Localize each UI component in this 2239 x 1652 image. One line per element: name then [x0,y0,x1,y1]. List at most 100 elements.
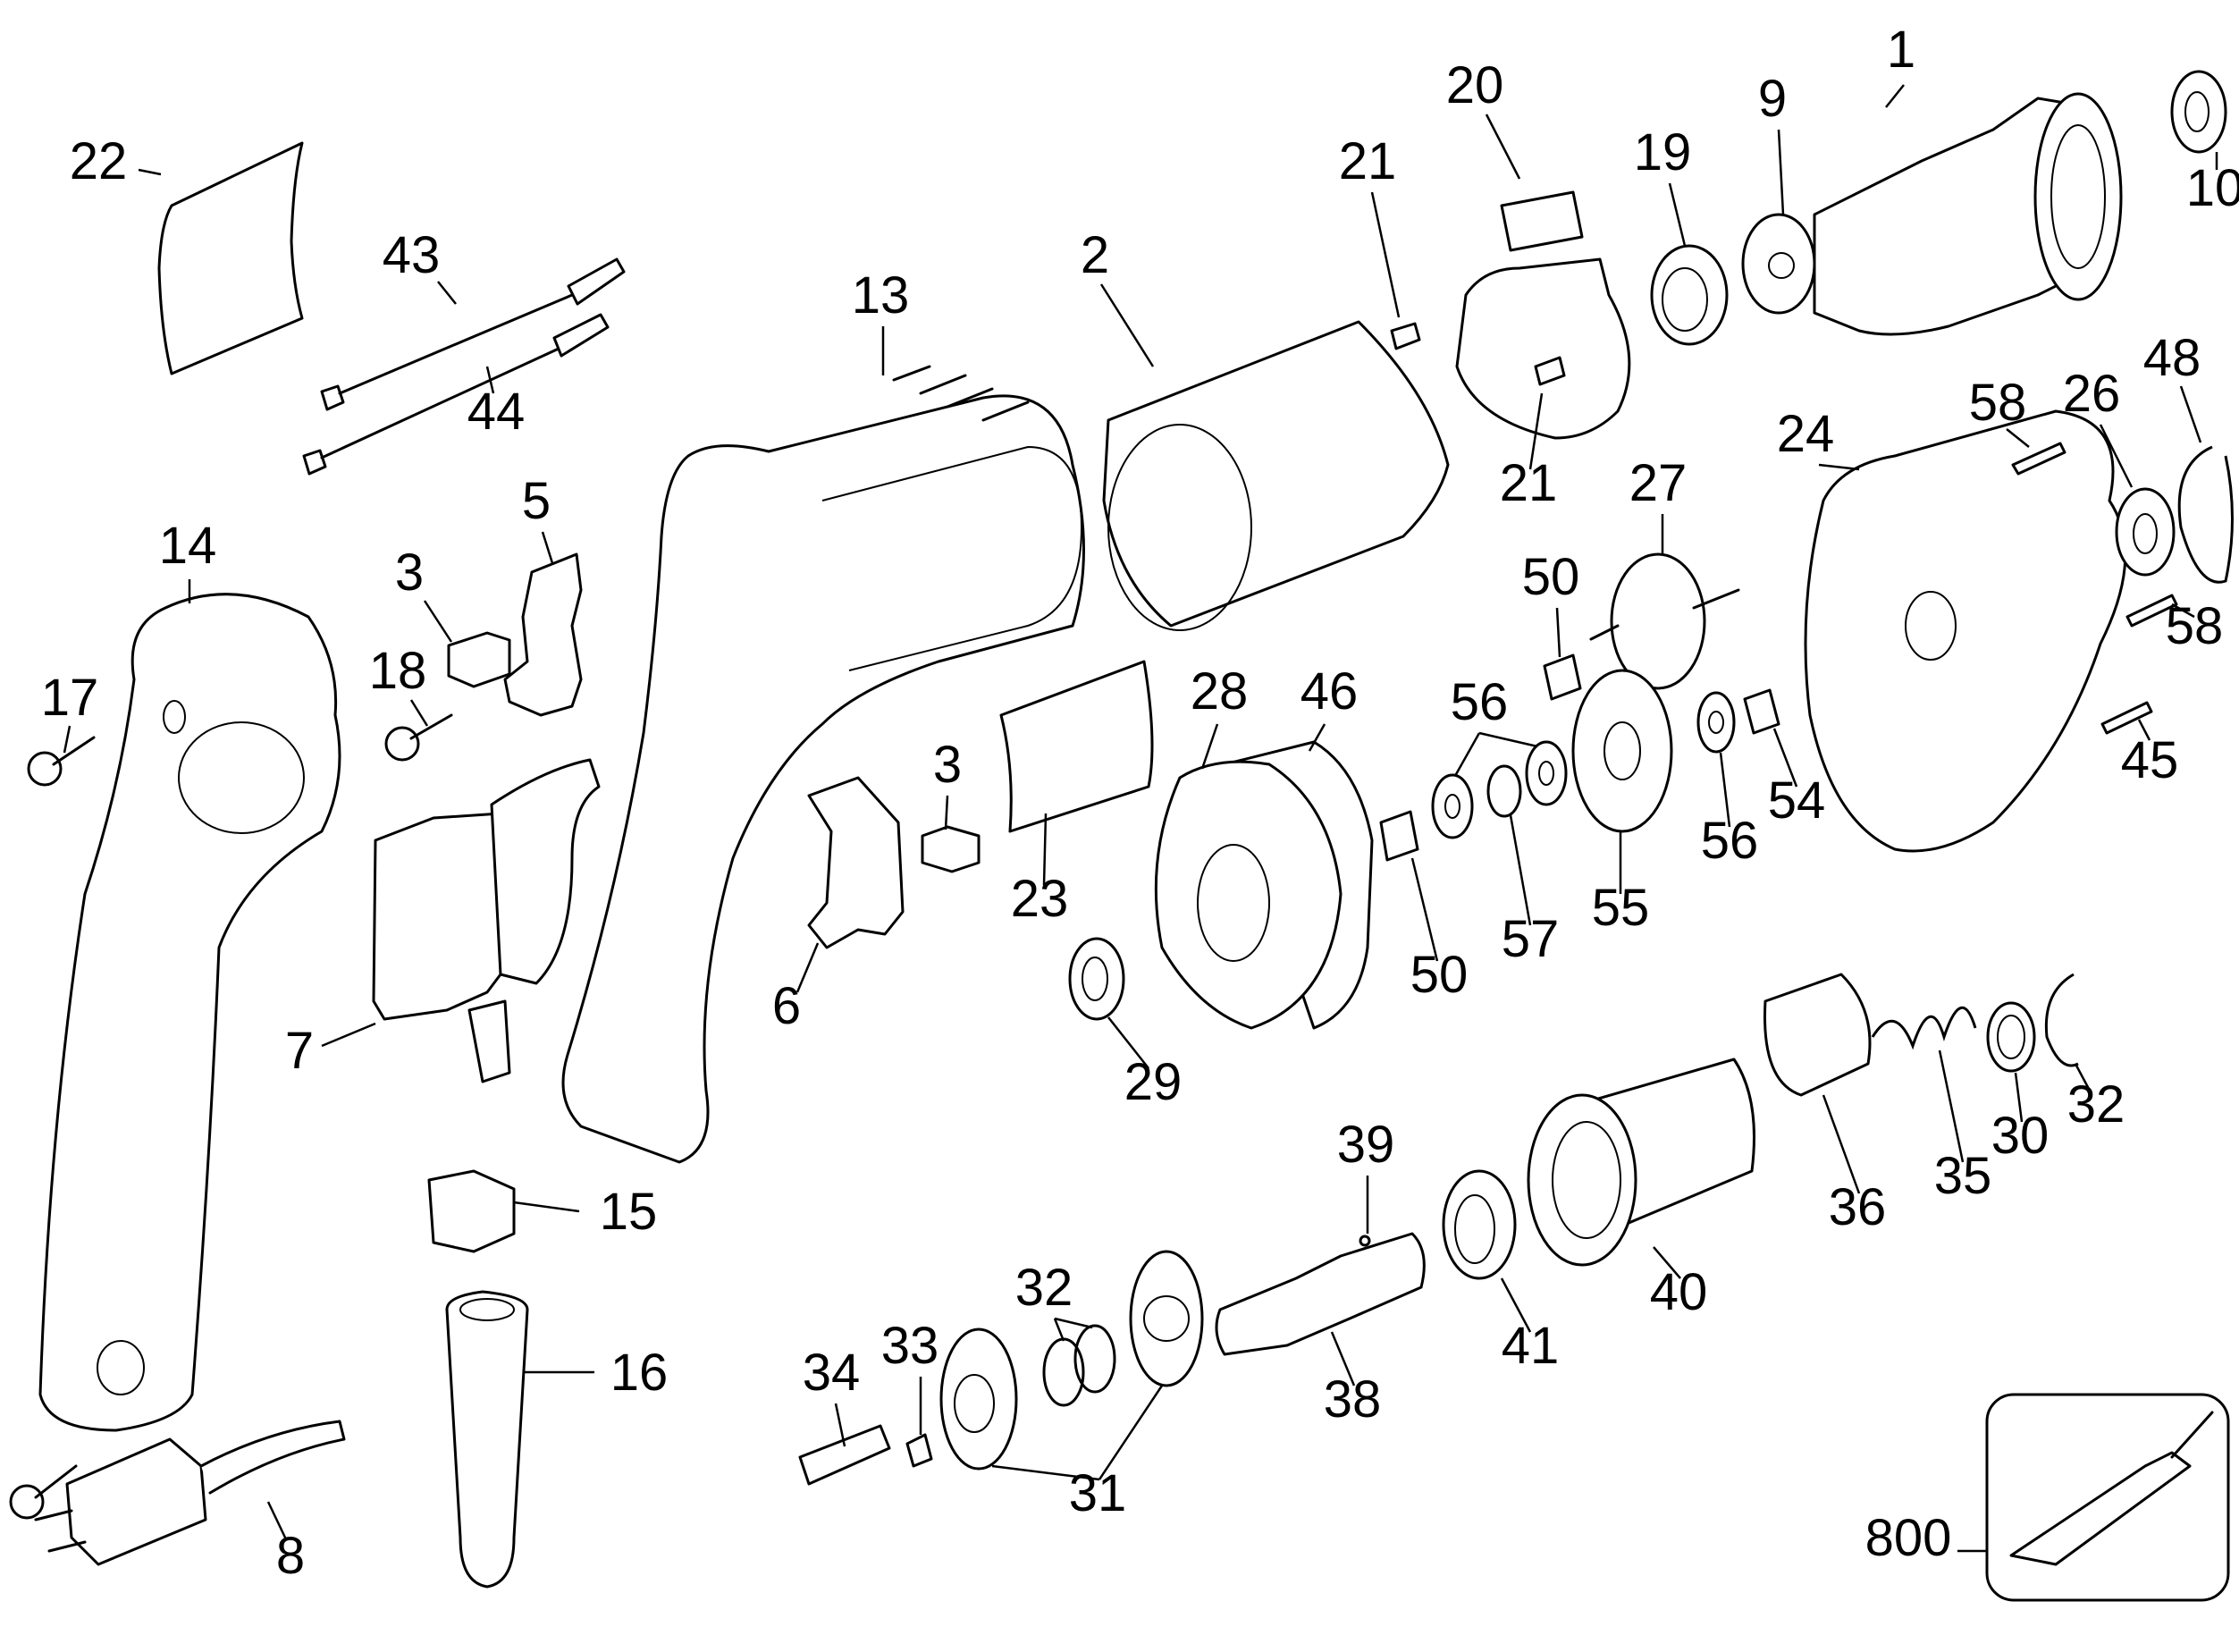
part-39-ball [1359,1235,1371,1247]
callout-label-39: 39 [1337,1116,1395,1174]
callout-label-30: 30 [1991,1107,2050,1165]
part-21-pin-upper [1390,322,1421,350]
callout-label-50: 50 [1410,946,1469,1004]
callout-label-20: 20 [1446,56,1504,114]
part-48-retaining-ring [2177,445,2234,584]
part-9-bearing [1741,213,1816,315]
part-28-bearing-plate-bore [1197,844,1270,962]
part-41-bushing [1442,1169,1517,1280]
leader-line-54 [1772,728,1798,788]
part-44-lead-wire [302,313,610,476]
leader-line-19 [1668,182,1687,247]
part-14-vent-holes [178,721,305,834]
leader-line-21 [1528,392,1544,470]
leader-line-56-branch [1478,731,1538,748]
callout-label-21: 21 [1500,454,1558,512]
part-45-screw [2100,701,2153,735]
part-5-brush-holder [503,552,583,717]
part-38-spindle [1215,1232,1426,1356]
leader-line-32 [1053,1318,1065,1342]
callout-label-58: 58 [2166,597,2224,655]
part-24-gear-case [1804,409,2127,853]
part-13-housing [561,394,1085,1164]
callout-label-8: 8 [276,1527,305,1585]
callout-label-10: 10 [2186,159,2239,217]
part-32-retaining-ring-front [2044,973,2079,1067]
part-54-bearing [1743,688,1780,735]
part-24-gear-case-bore [1905,591,1957,661]
callout-label-22: 22 [70,132,128,190]
leader-line-2 [1099,283,1155,367]
part-35-spring [1871,1007,1977,1050]
leader-line-7 [321,1022,376,1048]
leader-lines [63,84,2218,1553]
callout-label-43: 43 [383,226,441,284]
part-58-screw-upper [2011,442,2066,476]
leader-line-34 [834,1403,846,1447]
leader-line-56 [1453,732,1481,777]
part-56-washer-middle [1525,740,1568,806]
part-20-baffle-clip [1500,190,1584,252]
callout-label-17: 17 [41,669,99,727]
callout-label-58: 58 [1969,374,2027,432]
leader-line-18 [409,699,429,727]
callout-label-38: 38 [1324,1370,1382,1429]
callout-label-3: 3 [933,736,962,794]
leader-line-1 [1885,84,1905,108]
part-7-switch-trigger [490,758,601,985]
part-17-screw [27,736,96,787]
part-29-washer [1068,937,1125,1021]
part-22-label-sheet [157,141,304,375]
part-56-washer-right [1696,691,1736,754]
part-2-field-front-ring [1107,424,1252,631]
callout-label-15: 15 [600,1183,658,1241]
leader-line-43 [437,281,457,305]
leader-line-48 [2179,385,2202,443]
callout-label-55: 55 [1592,879,1650,937]
leader-line-31-branch [1098,1385,1164,1480]
part-20-baffle [1455,257,1631,440]
part-19-bearing-holder [1650,244,1729,346]
part-21-pin-lower [1534,356,1566,386]
part-33-pin [905,1433,933,1468]
part-26-bearing [2115,487,2176,577]
leader-line-58 [2006,428,2030,448]
leader-line-21 [1370,191,1401,318]
part-14-handle-cover [38,593,341,1432]
part-28-bearing-plate [1154,760,1343,1030]
leader-line-56 [1719,752,1731,828]
leader-line-23 [1042,813,1048,886]
leader-line-6 [795,942,820,993]
part-13-vent-slots [892,365,1030,422]
part-16-cord-protector-top [459,1298,515,1321]
leader-line-46 [1308,723,1326,752]
callout-label-32: 32 [2067,1075,2125,1134]
part-14-screw-boss [163,700,186,734]
callout-label-31: 31 [1069,1464,1127,1522]
leader-line-36 [1822,1094,1861,1194]
callout-label-56: 56 [1451,673,1509,731]
callout-label-34: 34 [803,1344,861,1402]
leader-line-30 [2014,1072,2024,1123]
leader-line-26 [2099,424,2134,488]
part-3-carbon-brush-upper [447,631,511,688]
part-1-armature-fan [2033,92,2123,301]
callout-label-57: 57 [1502,910,1560,968]
callout-label-1: 1 [1887,21,1915,79]
leader-line-5 [541,531,554,564]
leader-line-40 [1653,1246,1681,1279]
callout-label-46: 46 [1300,662,1359,721]
callout-label-13: 13 [852,266,910,324]
callout-label-48: 48 [2143,329,2201,387]
callout-label-28: 28 [1191,662,1249,721]
part-3-carbon-brush-lower [921,825,981,873]
leader-line-8 [266,1501,288,1540]
leader-line-15 [513,1201,580,1213]
part-50-bearing-upper [1543,653,1582,701]
callout-label-9: 9 [1758,70,1787,128]
callout-label-50: 50 [1522,548,1580,606]
callout-label-6: 6 [772,977,801,1035]
leader-line-28 [1200,723,1219,770]
callout-label-7: 7 [285,1022,314,1080]
